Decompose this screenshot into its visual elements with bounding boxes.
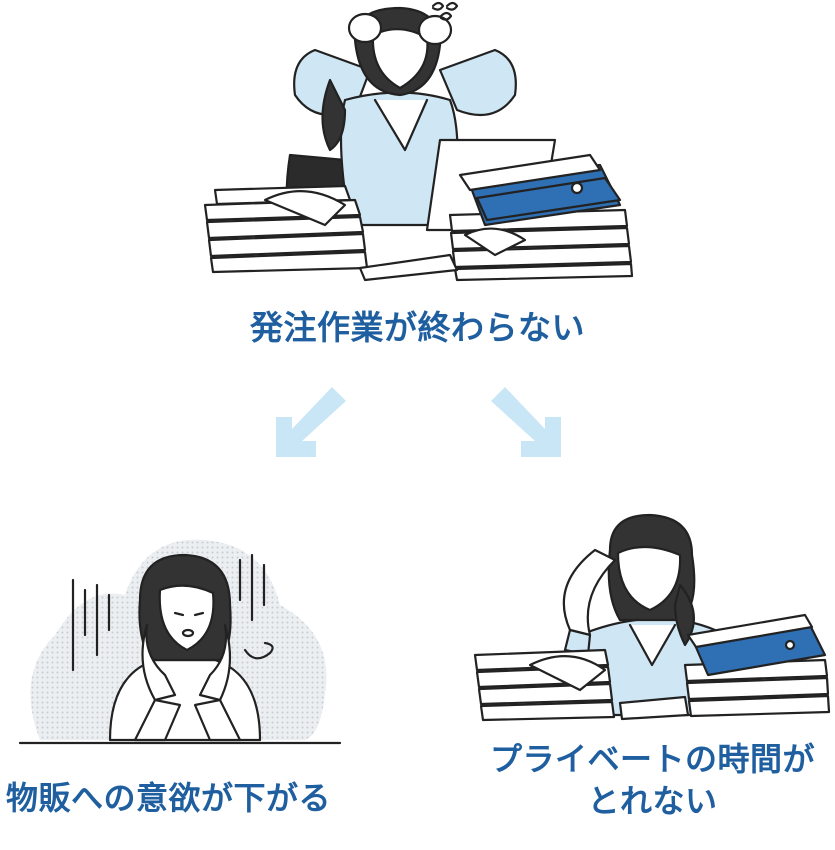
caption-no-private-time: プライベートの時間が とれない [470,738,835,822]
left-illustration [15,525,345,760]
arrow-down-left-icon [276,387,346,457]
arrow-down-right-icon [491,387,561,457]
stressed-woman-illustration [203,1,634,282]
right-illustration [470,505,832,730]
depressed-woman-illustration [18,539,342,745]
caption-orders-never-end: 発注作業が終わらない [250,308,585,347]
arrow-down-right [487,385,567,464]
top-illustration [195,0,635,290]
arrow-down-left [270,385,350,464]
caption-motivation-drops: 物販への意欲が下がる [6,779,332,817]
caption-no-private-time-line2: とれない [587,782,718,820]
tired-woman-illustration [473,513,831,722]
caption-no-private-time-line1: プライベートの時間が [489,740,815,778]
